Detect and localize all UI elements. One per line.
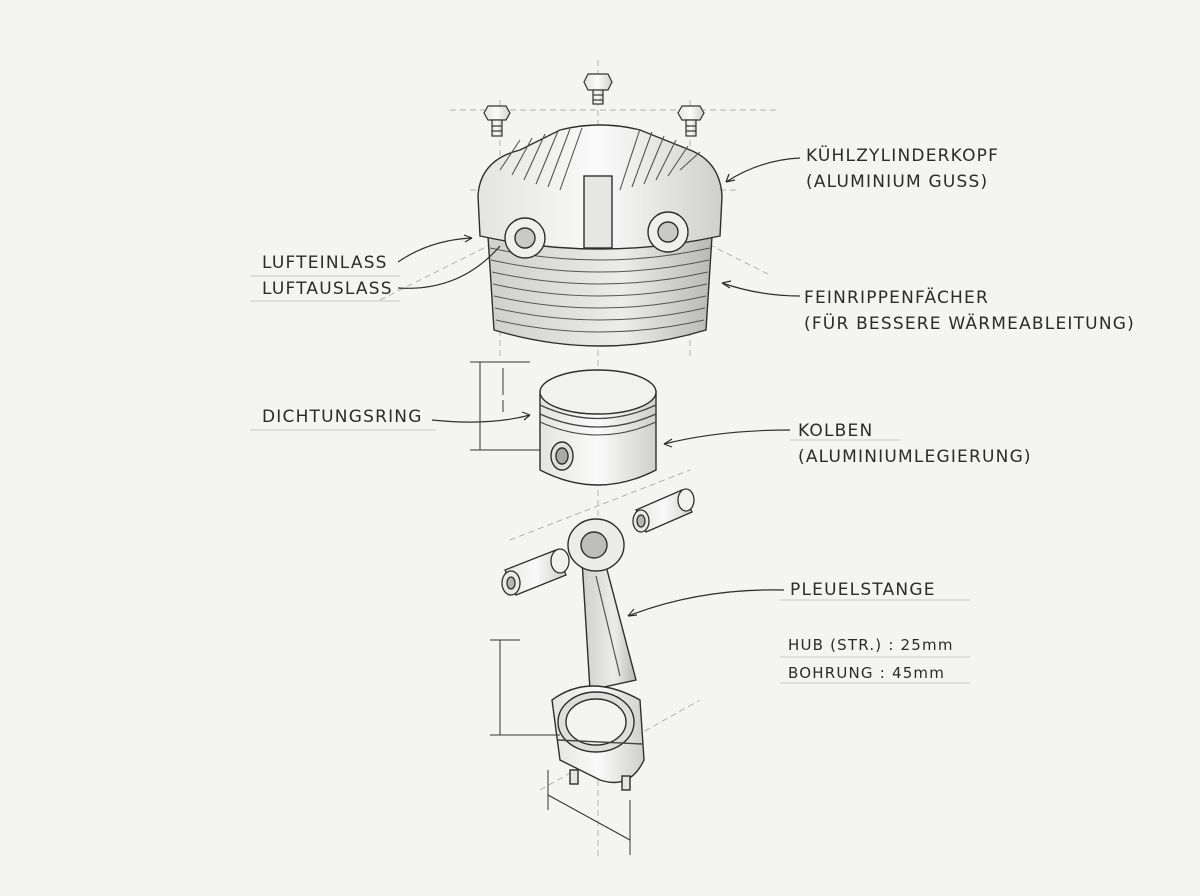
cylinder-head-label: KÜHLZYLINDERKOPF (ALUMINIUM GUSS) — [806, 146, 999, 192]
bore-spec: BOHRUNG : 45mm — [788, 664, 946, 682]
fins-title: FEINRIPPENFÄCHER — [804, 288, 989, 308]
fins-label: FEINRIPPENFÄCHER (FÜR BESSERE WÄRMEABLEI… — [804, 288, 1135, 334]
rod-dimension — [490, 639, 631, 855]
air-inlet-label: LUFTEINLASS — [262, 253, 388, 273]
cylinder-head-title: KÜHLZYLINDERKOPF — [806, 146, 1000, 166]
stroke-spec: HUB (STR.) : 25mm — [788, 636, 954, 654]
piston-dimension — [470, 361, 540, 451]
bolt-left — [483, 105, 511, 137]
piston-pin-left — [501, 548, 570, 596]
fins-subtitle: (FÜR BESSERE WÄRMEABLEITUNG) — [804, 314, 1135, 334]
piston-pin-right — [632, 488, 695, 533]
piston — [539, 369, 657, 486]
piston-subtitle: (ALUMINIUMLEGIERUNG) — [798, 447, 1032, 467]
leader-lines — [397, 157, 801, 617]
connecting-rod-label: PLEUELSTANGE — [790, 580, 936, 600]
bolt-top — [583, 73, 613, 105]
cylinder-head-subtitle: (ALUMINIUM GUSS) — [806, 172, 989, 192]
connecting-rod — [551, 518, 645, 791]
label-underlines — [250, 275, 970, 684]
piston-label: KOLBEN (ALUMINIUMLEGIERUNG) — [798, 421, 1032, 467]
piston-title: KOLBEN — [798, 421, 874, 441]
seal-ring-label: DICHTUNGSRING — [262, 407, 423, 427]
cylinder-head — [477, 124, 723, 347]
bolt-right — [677, 105, 705, 137]
air-outlet-label: LUFTAUSLASS — [262, 279, 393, 299]
